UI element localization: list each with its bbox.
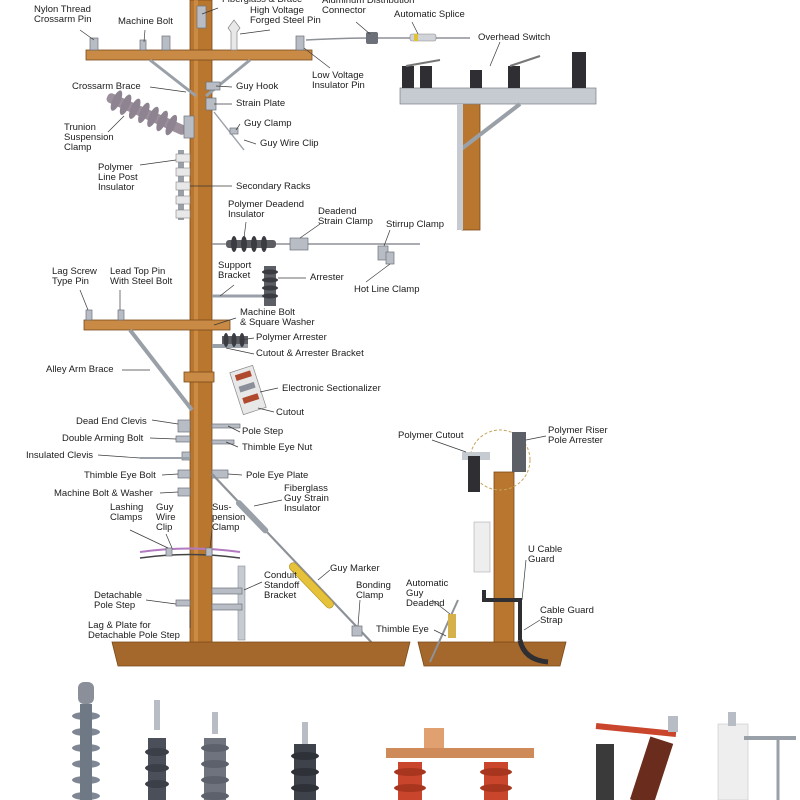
label-insulated-clevis: Insulated Clevis (26, 450, 93, 461)
deadend-line (212, 236, 420, 265)
leader-lines (79, 7, 547, 637)
label-cutout: Cutout (276, 407, 304, 418)
overhead-switch-pole (399, 52, 597, 231)
label-electronic-sectionalizer: Electronic Sectionalizer (282, 383, 381, 394)
lower-pole-hardware (140, 419, 241, 497)
label-fiberglass-crossarm: Fiberglass & Brace (222, 0, 302, 5)
product-arrester-3 (291, 722, 319, 800)
label-polymer-cutout: Polymer Cutout (398, 430, 464, 441)
product-cutout (595, 716, 678, 800)
label-machine-bolt: Machine Bolt (118, 16, 173, 27)
label-guy-wire-clip-top: Guy Wire Clip (260, 138, 319, 149)
ground (111, 641, 567, 667)
cutout-assembly (183, 333, 267, 416)
label-polymer-arrester: Polymer Arrester (256, 332, 327, 343)
label-thimble-eye-nut: Thimble Eye Nut (242, 442, 313, 453)
label-machine-bolt-washer: Machine Bolt & Washer (54, 488, 153, 499)
label-machine-bolt-square: Machine Bolt& Square Washer (240, 307, 315, 328)
guy-wire (211, 473, 393, 665)
label-secondary-racks: Secondary Racks (236, 181, 311, 192)
label-automatic-splice: Automatic Splice (394, 9, 465, 20)
label-strain-plate: Strain Plate (236, 98, 285, 109)
conduit-standoff (175, 565, 246, 641)
polymer-line-post-insulator (106, 90, 195, 139)
secondary-racks (175, 150, 191, 220)
label-stirrup-clamp: Stirrup Clamp (386, 219, 444, 230)
label-arrester: Arrester (310, 272, 344, 283)
product-arrester-2 (201, 712, 229, 800)
support-bracket-arrester (212, 266, 278, 306)
riser-pole (429, 429, 549, 665)
label-pole-eye-plate: Pole Eye Plate (246, 470, 308, 481)
label-guy-clamp: Guy Clamp (244, 118, 292, 129)
label-guy-hook: Guy Hook (236, 81, 278, 92)
top-crossarm (85, 5, 313, 61)
middle-crossarm (83, 309, 231, 412)
label-pole-step: Pole Step (242, 426, 283, 437)
label-hot-line-clamp: Hot Line Clamp (354, 284, 419, 295)
top-line-wire (305, 32, 470, 44)
messenger-cable (139, 547, 241, 559)
label-double-arming: Double Arming Bolt (62, 433, 144, 444)
label-cutout-bracket: Cutout & Arrester Bracket (256, 348, 364, 359)
product-red-switch (386, 728, 534, 800)
label-overhead-switch: Overhead Switch (478, 32, 550, 43)
label-thimble-eye-bolt: Thimble Eye Bolt (84, 470, 156, 481)
product-row (72, 682, 796, 800)
label-dead-end-clevis: Dead End Clevis (76, 416, 147, 427)
label-guy-marker: Guy Marker (330, 563, 380, 574)
label-thimble-eye: Thimble Eye (376, 624, 429, 635)
guy-hook-strain-plate (205, 81, 245, 151)
label-crossarm-brace: Crossarm Brace (72, 81, 141, 92)
product-arrester-1 (145, 700, 169, 800)
product-polymer-post (72, 682, 100, 800)
label-alley-arm: Alley Arm Brace (46, 364, 114, 375)
product-riser (717, 712, 796, 800)
